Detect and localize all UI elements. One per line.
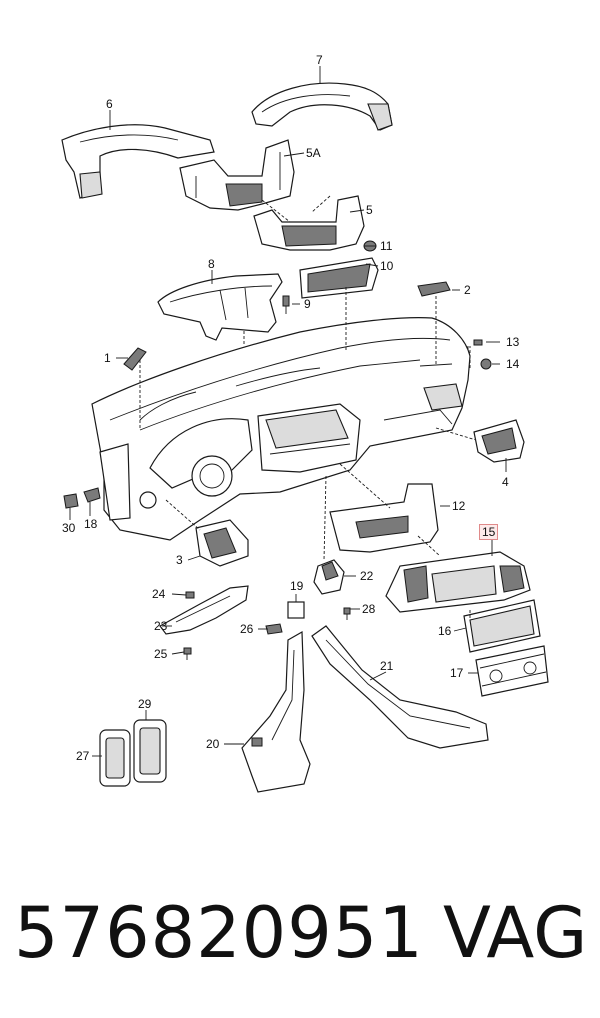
callout-24: 24 <box>152 587 166 601</box>
callout-20: 20 <box>206 737 220 751</box>
part-26-clip <box>265 623 283 635</box>
callout-17: 17 <box>450 666 464 680</box>
part-9-screw <box>282 295 290 314</box>
part-19-block <box>287 601 305 619</box>
callout-22: 22 <box>360 569 374 583</box>
callout-29: 29 <box>138 697 152 711</box>
callout-3: 3 <box>176 553 183 567</box>
callout-2: 2 <box>464 283 471 297</box>
part-4-right-vent <box>473 419 525 463</box>
part-28-screw <box>343 607 351 620</box>
part-5-vent-housing <box>253 195 365 251</box>
callout-6: 6 <box>106 97 113 111</box>
part-27-cover <box>99 729 131 787</box>
callout-27: 27 <box>76 749 90 763</box>
part-18-switch <box>83 487 101 503</box>
callout-16: 16 <box>438 624 452 638</box>
leader-lines <box>69 66 507 757</box>
part-5a-duct-bracket <box>179 139 295 211</box>
callout-8: 8 <box>208 257 215 271</box>
part-7-air-duct <box>251 82 393 131</box>
part-23-footwell-duct <box>159 585 249 635</box>
callout-9: 9 <box>304 297 311 311</box>
callout-5: 5 <box>366 203 373 217</box>
callout-23: 23 <box>154 619 168 633</box>
callout-25: 25 <box>154 647 168 661</box>
callout-18: 18 <box>84 517 98 531</box>
callout-1: 1 <box>104 351 111 365</box>
callout-4: 4 <box>502 475 509 489</box>
callout-12: 12 <box>452 499 466 513</box>
callout-13: 13 <box>506 335 520 349</box>
part-30-switch <box>63 493 79 509</box>
dashboard-main-body <box>91 317 471 541</box>
part-14-clip <box>480 358 492 370</box>
part-25-screw <box>183 647 192 660</box>
part-29-cover <box>133 719 167 783</box>
callout-14: 14 <box>506 357 520 371</box>
part-22-bracket <box>313 559 345 595</box>
part-12-trim-panel <box>329 483 439 553</box>
callout-26: 26 <box>240 622 254 636</box>
callout-28: 28 <box>362 602 376 616</box>
part-2-vent <box>417 281 451 297</box>
callout-21: 21 <box>380 659 394 673</box>
callout-5a: 5A <box>306 146 321 160</box>
part-1-side-vent <box>123 347 147 371</box>
part-20-floor-duct <box>241 630 311 793</box>
brand-caption: VAG <box>443 892 588 974</box>
part-8-instrument-cover <box>157 273 283 341</box>
callout-19: 19 <box>290 579 304 593</box>
part-6-air-duct <box>61 124 215 199</box>
callout-15-highlighted: 15 <box>479 524 499 540</box>
part-17-control-unit <box>475 645 549 697</box>
callout-7: 7 <box>316 53 323 67</box>
part-10-center-vent <box>299 257 379 299</box>
part-3-left-vent <box>195 519 249 567</box>
callout-30: 30 <box>62 521 76 535</box>
callout-11: 11 <box>380 239 393 253</box>
part-15-display-frame <box>385 551 531 613</box>
callout-10: 10 <box>380 259 394 273</box>
part-24-clip <box>185 591 195 599</box>
part-16-display-unit <box>463 599 541 653</box>
part-number-caption: 576820951 <box>14 892 424 974</box>
part-21-floor-duct <box>311 625 489 749</box>
exploded-parts-diagram <box>61 66 549 793</box>
